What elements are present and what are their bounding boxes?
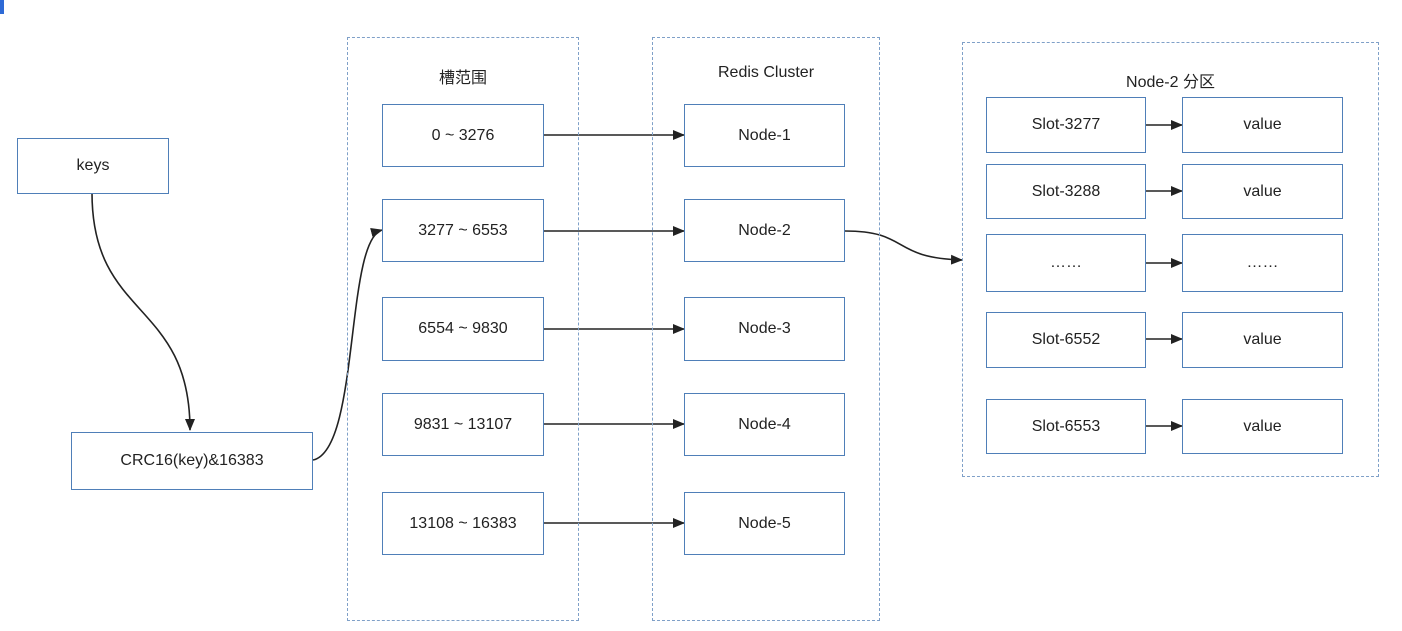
value-box-1-label: value <box>1243 116 1282 133</box>
value-box-3: …… <box>1182 234 1343 292</box>
value-box-4-label: value <box>1243 331 1282 348</box>
slot-box-2-label: Slot-3288 <box>1031 182 1101 200</box>
value-box-1: value <box>1182 97 1343 153</box>
redis-cluster-title: Redis Cluster <box>717 64 815 81</box>
corner-marker <box>0 0 4 14</box>
slot-box-4-label: Slot-6552 <box>1031 331 1101 348</box>
slot-range-4: 9831 ~ 13107 <box>382 393 544 456</box>
slot-box-1-label: Slot-3277 <box>1031 116 1101 133</box>
slot-range-1-label: 0 ~ 3276 <box>431 126 495 144</box>
node-1-box: Node-1 <box>684 104 845 167</box>
value-box-5: value <box>1182 399 1343 454</box>
slot-box-3: …… <box>986 234 1146 292</box>
slot-box-5-label: Slot-6553 <box>1031 417 1101 435</box>
node-5-label: Node-5 <box>738 514 791 532</box>
slot-range-5: 13108 ~ 16383 <box>382 492 544 555</box>
arrow-node-2-to-partition <box>844 230 963 265</box>
arrow-keys-to-hash <box>91 192 195 431</box>
slot-range-2: 3277 ~ 6553 <box>382 199 544 262</box>
slot-range-3-label: 6554 ~ 9830 <box>418 320 508 337</box>
value-box-5-label: value <box>1243 417 1282 435</box>
node-2-partition-title: Node-2 分区 <box>1126 74 1215 91</box>
value-box-3-label: …… <box>1246 254 1279 271</box>
node-3-label: Node-3 <box>738 320 791 337</box>
node-1-label: Node-1 <box>738 126 791 144</box>
value-box-2-label: value <box>1243 182 1282 200</box>
slot-range-title: 槽范围 <box>438 70 487 87</box>
slot-range-1: 0 ~ 3276 <box>382 104 544 167</box>
value-box-2: value <box>1182 164 1343 219</box>
node-3-box: Node-3 <box>684 297 845 361</box>
hash-function-label: CRC16(key)&16383 <box>120 452 264 469</box>
node-5-box: Node-5 <box>684 492 845 555</box>
value-box-4: value <box>1182 312 1343 368</box>
redis-cluster-group <box>652 37 880 621</box>
slot-box-4: Slot-6552 <box>986 312 1146 368</box>
hash-function-box: CRC16(key)&16383 <box>71 432 313 490</box>
node-2-box: Node-2 <box>684 199 845 262</box>
slot-range-4-label: 9831 ~ 13107 <box>413 415 513 433</box>
node-4-box: Node-4 <box>684 393 845 456</box>
arrow-hash-to-range-2 <box>312 228 383 461</box>
node-2-label: Node-2 <box>738 221 791 239</box>
slot-box-1: Slot-3277 <box>986 97 1146 153</box>
node-2-partition-group <box>962 42 1379 477</box>
slot-range-3: 6554 ~ 9830 <box>382 297 544 361</box>
slot-box-2: Slot-3288 <box>986 164 1146 219</box>
keys-box: keys <box>17 138 169 194</box>
slot-range-2-label: 3277 ~ 6553 <box>418 221 508 239</box>
keys-label: keys <box>76 157 110 174</box>
slot-box-3-label: …… <box>1050 254 1082 271</box>
node-4-label: Node-4 <box>738 415 791 433</box>
slot-range-5-label: 13108 ~ 16383 <box>409 514 517 532</box>
slot-box-5: Slot-6553 <box>986 399 1146 454</box>
slot-range-group <box>347 37 579 621</box>
